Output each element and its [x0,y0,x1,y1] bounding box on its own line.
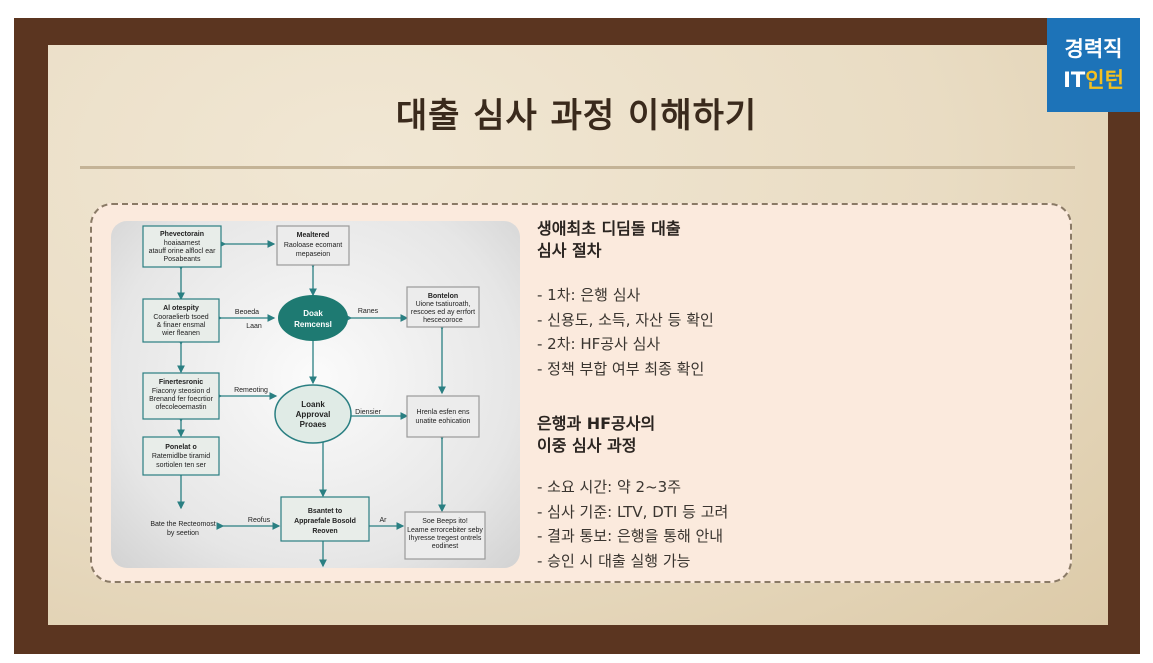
list-item: - 심사 기준: LTV, DTI 등 고려 [537,502,729,521]
box-4-line-4: hescecoroce [423,317,463,324]
box-5-line-1: Finertesronic [159,379,203,386]
section-dual-review: 은행과 HF공사의 이중 심사 과정 - 소요 시간: 약 2~3주 - 심사 … [537,413,1057,573]
box-1-line-2: hoaiaamest [164,240,200,247]
slide-title: 대출 심사 과정 이해하기 [395,96,758,136]
flow-oval-decision [278,295,348,341]
oval-2-line-1: Loank [301,400,325,409]
edge-label-4: Remeoting [234,387,268,394]
edge-label-5: Diensier [355,409,381,416]
oval-2-line-3: Proaes [300,420,327,429]
section-2-heading-line-2: 이중 심사 과정 [537,436,637,455]
box-7-line-3: sortiolen ten ser [156,462,206,469]
box-4-line-1: Bontelon [428,293,458,300]
oval-2-line-2: Approval [296,410,331,419]
flow-oval-approval [274,384,352,444]
box-4-line-2: Uione tsatiuroath, [416,301,471,308]
edge-label-6: Reofus [248,517,271,524]
flow-box [406,395,480,438]
content-text: 생애최초 디딤돌 대출 심사 절차 - 1차: 은행 심사 - 신용도, 소득,… [537,218,1057,573]
flow-box [142,436,220,476]
box-9-line-3: Ihyresse tregest ontrels [409,535,482,542]
list-item: - 2차: HF공사 심사 [537,335,661,353]
box-7-line-1: Ponelat o [165,444,197,451]
box-3-line-3: & finaer ensmal [157,322,206,329]
box-9-line-1: Soe Beeps ito! [422,518,468,525]
section-2-list: - 소요 시간: 약 2~3주 - 심사 기준: LTV, DTI 등 고려 -… [537,475,1057,573]
box-9-line-4: eodinest [432,543,459,550]
box-7-line-2: Ratemidlbe tiramid [152,453,210,460]
box-3-line-2: Cooraelierb tsoed [153,314,208,321]
flow-box [142,372,220,420]
box-2-line-3: mepaseion [296,251,330,258]
box-6-line-2: unatite eohication [416,418,471,425]
flow-box [280,496,370,542]
list-item: - 소요 시간: 약 2~3주 [537,478,681,496]
list-item: - 정책 부합 여부 최종 확인 [537,359,705,378]
list-item: - 1차: 은행 심사 [537,286,641,304]
brand-badge: 경력직 IT인턴 [1047,18,1140,112]
list-item: - 승인 시 대출 실행 가능 [537,551,691,570]
section-2-heading-line-1: 은행과 HF공사의 [537,414,656,433]
section-1-heading-line-1: 생애최초 디딤돌 대출 [537,219,681,238]
section-1-list: - 1차: 은행 심사 - 신용도, 소득, 자산 등 확인 - 2차: HF공… [537,283,1057,381]
flow-box [276,225,350,266]
edge-label-3: Ranes [358,308,379,315]
box-3-line-4: wier fleanen [161,330,200,337]
box-2-line-1: Mealtered [297,232,330,239]
flowchart-svg: Phevectorain hoaiaamest atauff orine alf… [142,225,486,568]
edge-label-2: Laan [246,323,262,330]
list-item: - 신용도, 소득, 자산 등 확인 [537,310,714,329]
edge-label-7: Ar [380,517,388,524]
badge-line-2-suffix: 인턴 [1085,68,1124,92]
section-1-heading-line-2: 심사 절차 [537,241,602,260]
box-1-line-4: Posabeants [164,256,201,263]
box-8-line-1: Bsantet to [308,508,342,515]
oval-1-line-1: Doak [303,309,323,318]
loan-process-diagram: Phevectorain hoaiaamest atauff orine alf… [111,221,520,568]
box-5-line-2: Fiacony steosion d [152,388,210,395]
box-8-line-2: Appraefale Bosold [294,518,356,525]
box-3-line-1: Al otespity [163,305,199,312]
box-8-line-3: Reoven [312,528,337,535]
section-bank-process: 생애최초 디딤돌 대출 심사 절차 - 1차: 은행 심사 - 신용도, 소득,… [537,218,1057,381]
badge-line-2-prefix: IT [1063,68,1086,92]
edge-label-1: Beoeda [235,309,259,316]
box-2-line-2: Raoloase ecomant [284,242,342,249]
edge-label-8b: by seetion [167,530,199,537]
badge-line-1: 경력직 [1064,37,1123,61]
box-4-line-3: rescoes ed ay errfort [411,309,475,316]
box-5-line-4: ofecoleoemastin [156,404,207,411]
edge-label-8a: Bate the Recteomost [150,521,215,528]
badge-line-2: IT인턴 [1063,65,1124,96]
title-divider [80,166,1075,169]
flow-box [142,225,222,268]
box-1-line-1: Phevectorain [160,231,204,238]
flow-box [404,511,486,560]
box-6-line-1: Hrenla esfen ens [417,409,470,416]
box-5-line-3: Brenand fer foecrtior [149,396,213,403]
box-9-line-2: Leame errorcebiter seby [407,527,483,534]
oval-1-line-2: Remcensl [294,320,332,329]
list-item: - 결과 통보: 은행을 통해 안내 [537,527,724,545]
box-1-line-3: atauff orine alflocl ear [149,248,216,255]
flow-box [142,298,220,343]
flow-box [406,286,480,328]
